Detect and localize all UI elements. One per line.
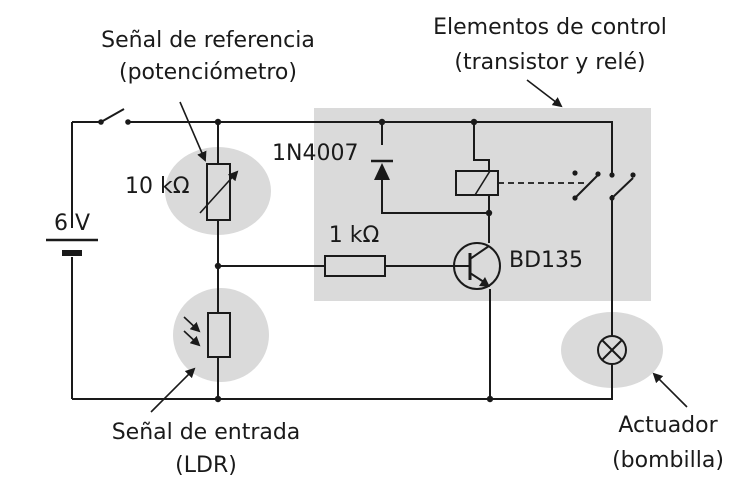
actuator-caption-line1: Actuador <box>618 413 718 438</box>
junction-dots <box>214 118 494 403</box>
input-caption-line1: Señal de entrada <box>112 420 301 445</box>
diode-label: 1N4007 <box>272 141 358 166</box>
battery-symbol <box>46 238 98 256</box>
lamp-symbol <box>597 335 627 365</box>
pointer-arrows <box>150 79 688 413</box>
control-highlight-box <box>314 108 651 301</box>
relay-contacts <box>572 170 636 201</box>
potentiometer-highlight <box>165 147 271 235</box>
ldr-symbol <box>183 312 231 358</box>
input-caption-line2: (LDR) <box>175 453 237 478</box>
transistor-symbol <box>453 242 501 290</box>
potentiometer-value-label: 10 kΩ <box>125 174 190 199</box>
diode-symbol <box>371 159 393 180</box>
reference-caption-line2: (potenciómetro) <box>119 60 297 85</box>
ldr-highlight <box>173 288 269 382</box>
control-caption-line1: Elementos de control <box>433 15 667 40</box>
potentiometer-symbol <box>199 163 239 221</box>
battery-label: 6 V <box>54 211 90 236</box>
base-resistor-symbol <box>324 255 386 277</box>
reference-caption-line1: Señal de referencia <box>101 28 315 53</box>
main-switch <box>98 108 131 125</box>
control-caption-line2: (transistor y relé) <box>454 50 645 75</box>
transistor-label: BD135 <box>509 248 583 273</box>
wires <box>71 121 613 400</box>
actuator-caption-line2: (bombilla) <box>612 448 724 473</box>
resistor-value-label: 1 kΩ <box>329 223 380 248</box>
